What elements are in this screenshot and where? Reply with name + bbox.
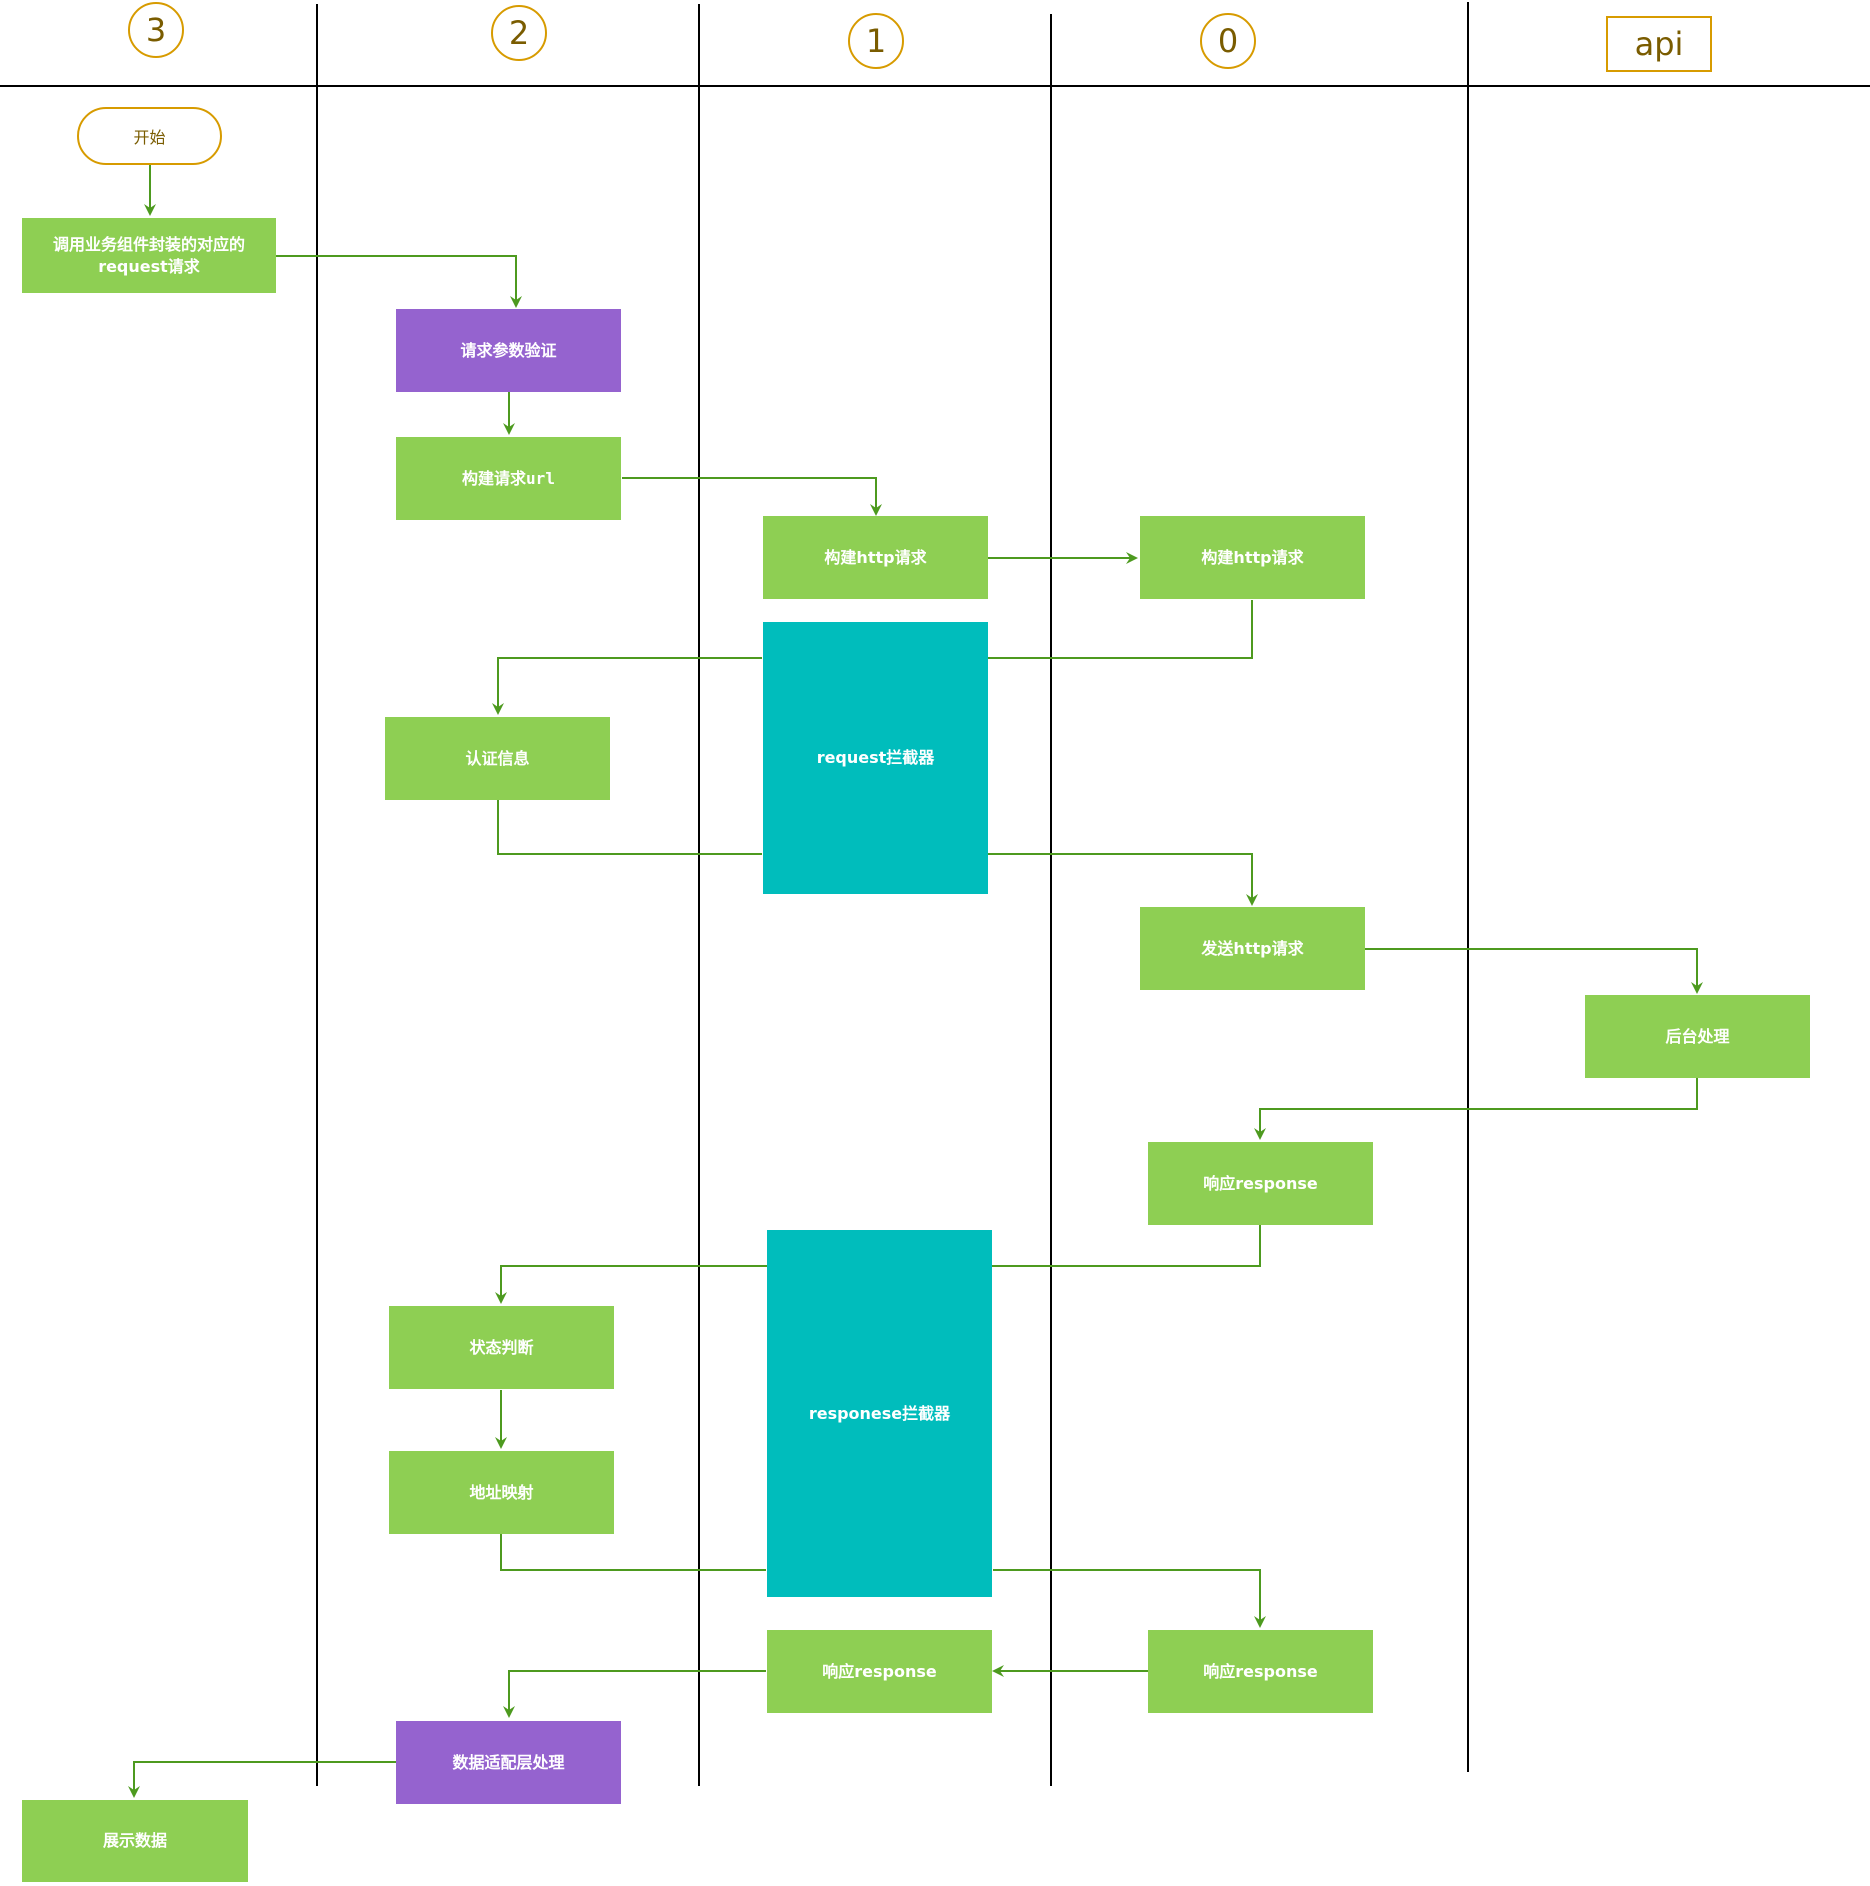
status-check-node: 状态判断 (389, 1306, 614, 1389)
send-http-node: 发送http请求 (1140, 907, 1365, 990)
lane-label-1: 1 (848, 13, 904, 69)
lane-label-2: 2 (491, 5, 547, 61)
call-request-line1: 调用业务组件封装的对应的 (52, 234, 245, 254)
edge-interceptor-to-send (988, 853, 1258, 906)
display-data-node: 展示数据 (22, 1800, 248, 1882)
call-request-node: 调用业务组件封装的对应的 request请求 (22, 218, 276, 293)
call-request-line2: request请求 (98, 256, 200, 276)
edge-auth-to-interceptor (497, 800, 762, 855)
build-http-lane1-node: 构建http请求 (763, 516, 988, 599)
edge-http0-to-interceptor (988, 600, 1253, 659)
auth-info-node: 认证信息 (385, 717, 610, 800)
response-lane0-bottom-node: 响应response (1148, 1630, 1373, 1713)
address-map-node: 地址映射 (389, 1451, 614, 1534)
response-lane0-top-node: 响应response (1148, 1142, 1373, 1225)
edge-address-to-interceptor (500, 1534, 766, 1571)
response-interceptor-node: responese拦截器 (767, 1230, 992, 1597)
lane-label-3: 3 (128, 2, 184, 58)
build-http-lane0-node: 构建http请求 (1140, 516, 1365, 599)
backend-processing-node: 后台处理 (1585, 995, 1810, 1078)
build-url-node: 构建请求url (396, 437, 621, 520)
lane-label-0: 0 (1200, 13, 1256, 69)
edge-interceptor-to-auth (492, 657, 762, 715)
edge-adapter-to-display (128, 1761, 396, 1798)
start-node: 开始 (77, 107, 222, 165)
lane-label-api: api (1606, 16, 1712, 72)
edge-url-to-http1 (622, 477, 882, 516)
edge-send-to-backend (1365, 948, 1703, 994)
param-validate-node: 请求参数验证 (396, 309, 621, 392)
data-adapter-node: 数据适配层处理 (396, 1721, 621, 1804)
edge-call-to-validate (276, 255, 522, 308)
edge-backend-to-response (1254, 1078, 1698, 1140)
edge-response1-to-adapter (503, 1670, 766, 1718)
request-interceptor-node: request拦截器 (763, 622, 988, 894)
response-lane1-node: 响应response (767, 1630, 992, 1713)
lane-separators (0, 2, 1870, 1786)
edge-interceptor-to-response0 (993, 1569, 1266, 1628)
